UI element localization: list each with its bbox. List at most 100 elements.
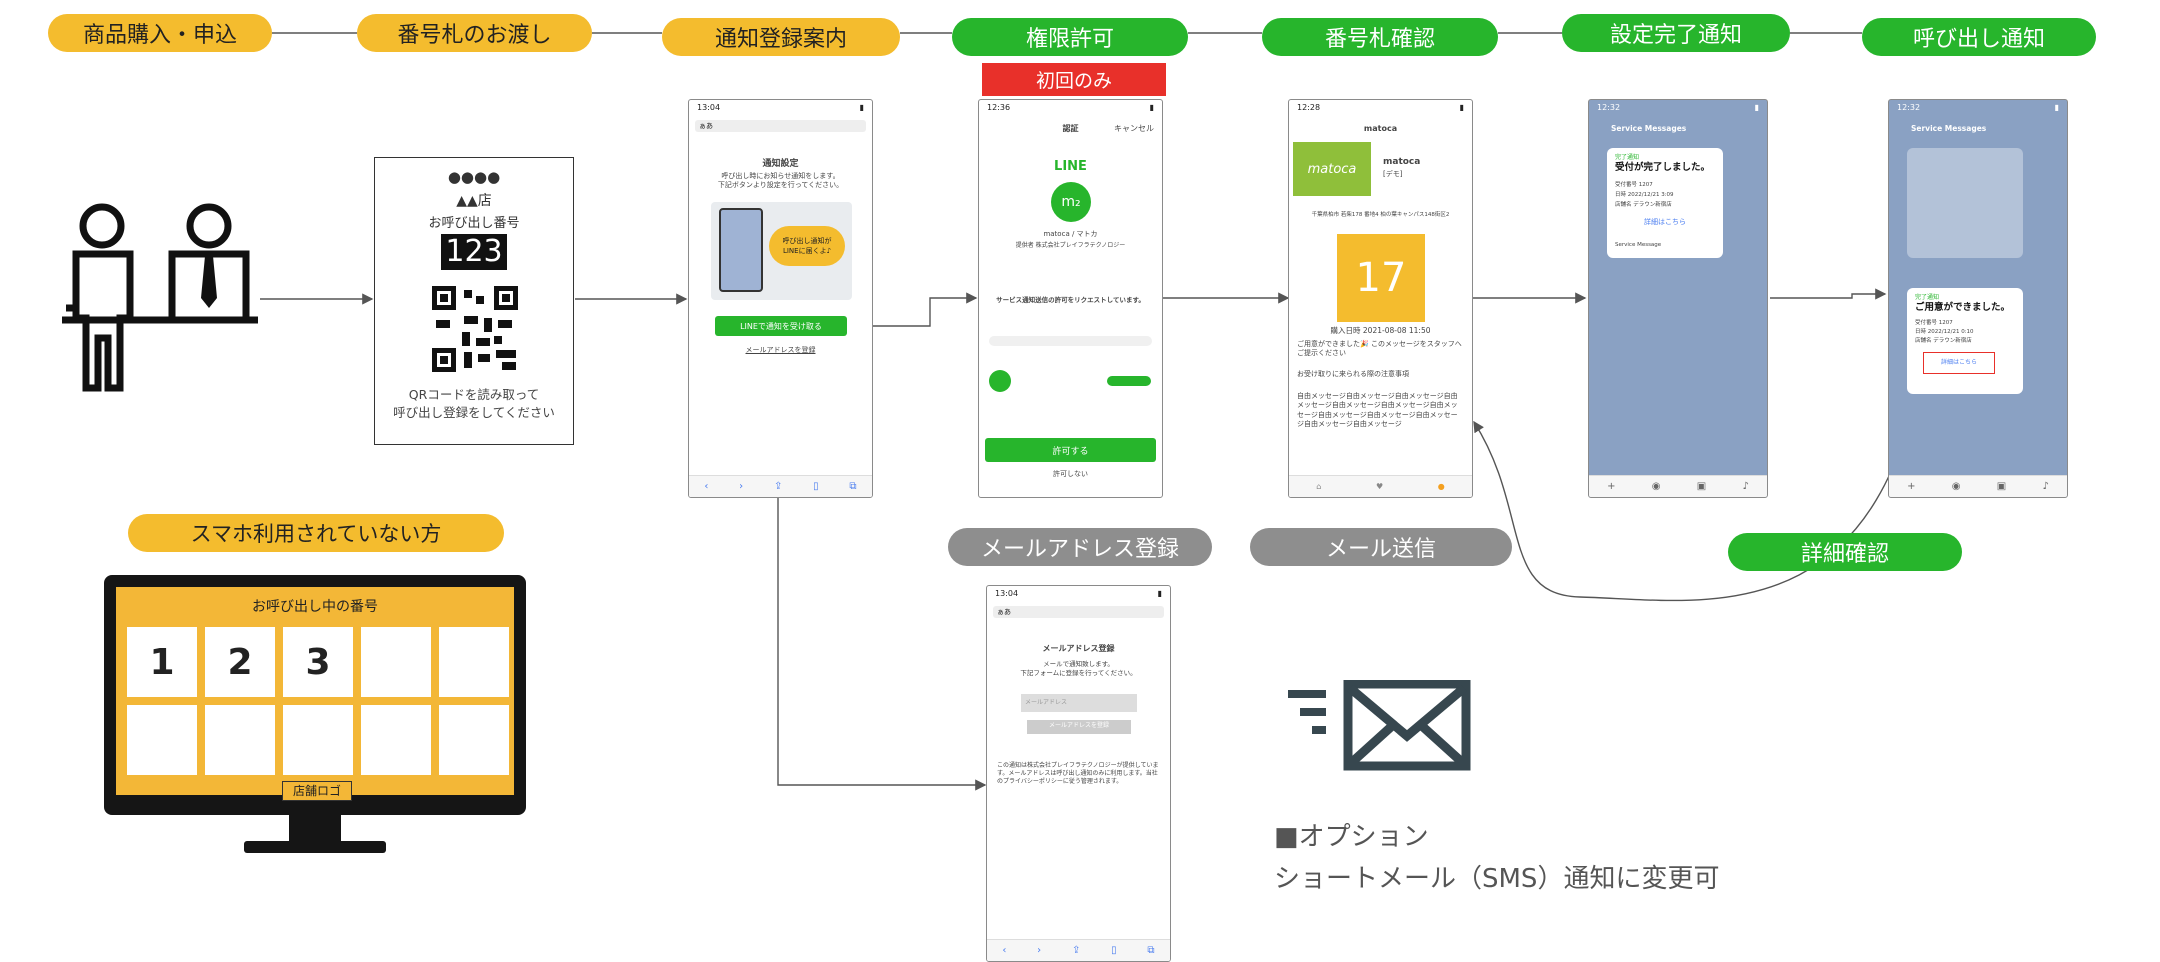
forward-icon[interactable]: ›: [739, 481, 744, 492]
detail-link[interactable]: 詳細はこちら: [1644, 218, 1686, 226]
image-icon[interactable]: ▣: [1996, 481, 2007, 492]
step-label: 商品購入・申込: [82, 23, 237, 48]
share-icon[interactable]: ⇪: [1071, 945, 1081, 956]
cancel-link[interactable]: キャンセル: [1114, 124, 1154, 133]
status-time: 12:32: [1897, 103, 1921, 112]
empty-slot: [439, 705, 509, 775]
tabs-icon[interactable]: ⧉: [1147, 945, 1155, 956]
tabs-icon[interactable]: ⧉: [849, 481, 857, 492]
mail-register-link[interactable]: メールアドレスを登録: [745, 346, 816, 354]
done-card: 完了通知 受付が完了しました。 受付番号 1207 日時 2022/12/21 …: [1607, 148, 1723, 258]
empty-slot: [439, 627, 509, 697]
back-icon[interactable]: ‹: [1002, 945, 1007, 956]
ticket-number: 123: [441, 234, 507, 270]
status-time: 12:28: [1297, 103, 1321, 112]
bookmarks-icon[interactable]: ▯: [1111, 945, 1117, 956]
camera-icon[interactable]: ◉: [1651, 481, 1661, 492]
user-icon[interactable]: ●: [1437, 482, 1445, 491]
mail-desc: メールで通知致します。 下記フォームに登録を行ってください。: [1020, 660, 1137, 677]
follow-toggle[interactable]: [1107, 376, 1151, 386]
line-receive-button[interactable]: LINEで通知を受け取る: [715, 316, 847, 336]
chat-header: Service Messages: [1611, 124, 1687, 133]
notify-title: 通知設定: [762, 159, 799, 169]
notes-body: 自由メッセージ自由メッセージ自由メッセージ自由メッセージ自由メッセージ自由メッセ…: [1297, 392, 1458, 429]
step-label: 通知登録案内: [714, 27, 847, 52]
card-title: ご用意ができました。: [1915, 302, 2011, 313]
privacy-note: この通知は株式会社プレイフラテクノロジーが提供しています。メールアドレスは呼び出…: [997, 762, 1159, 786]
step-label: 設定完了通知: [1609, 23, 1742, 48]
back-icon[interactable]: ‹: [704, 481, 709, 492]
status-time: 13:04: [697, 103, 721, 112]
camera-icon[interactable]: ◉: [1951, 481, 1961, 492]
monitor-neck: [289, 815, 341, 841]
illustration-box: 呼び出し通知が LINEに届くよ♪: [711, 202, 852, 300]
previous-card: [1907, 148, 2023, 258]
ticket-store: ▲▲店: [456, 193, 492, 209]
step-notify-guide: 通知登録案内: [662, 18, 900, 56]
mail-icon: [1288, 680, 1471, 771]
empty-slot: [205, 705, 275, 775]
shop-image: matoca: [1293, 142, 1371, 196]
shop-name: matoca: [1383, 157, 1421, 167]
shop-sub: [デモ]: [1383, 170, 1403, 178]
step-setup-done: 設定完了通知: [1562, 14, 1790, 52]
battery-icon: ▮: [2054, 103, 2059, 112]
plus-icon[interactable]: +: [1607, 481, 1616, 492]
detail-check-label: 詳細確認: [1728, 533, 1962, 571]
store-logo: 店舗ロゴ: [282, 781, 352, 801]
step-ticket-handover: 番号札のお渡し: [357, 14, 592, 52]
ticket-number-display: 17: [1337, 234, 1425, 322]
no-smartphone-label: スマホ利用されていない方: [128, 514, 504, 552]
home-icon[interactable]: ⌂: [1316, 482, 1322, 491]
phone-mail-register: 13:04▮ ぁあ メールアドレス登録 メールで通知致します。 下記フォームに登…: [986, 585, 1171, 962]
card-row: 日時 2022/12/21 0:10: [1915, 329, 1974, 335]
monitor-stand: [244, 841, 386, 853]
url-bar[interactable]: ぁあ: [695, 120, 866, 132]
called-number: 2: [205, 627, 275, 697]
bookmarks-icon[interactable]: ▯: [813, 481, 819, 492]
status-time: 13:04: [995, 589, 1019, 598]
chat-input-bar[interactable]: + ◉ ▣ ♪: [1589, 475, 1767, 497]
battery-icon: ▮: [1754, 103, 1759, 112]
toggle-row[interactable]: [989, 336, 1152, 346]
consent-text: サービス通知送信の許可をリクエストしています。: [996, 296, 1145, 304]
card-row: 日時 2022/12/21 3:09: [1615, 192, 1674, 198]
email-input[interactable]: メールアドレス: [1021, 694, 1137, 712]
share-icon[interactable]: ⇪: [773, 481, 783, 492]
service-name: matoca / マトカ: [1043, 230, 1098, 238]
deny-link[interactable]: 許可しない: [1053, 470, 1088, 478]
phone-line-permission: 12:36▮ 認証 キャンセル LINE m₂ matoca / マトカ 提供者…: [978, 99, 1163, 498]
plus-icon[interactable]: +: [1907, 481, 1916, 492]
option-description: ショートメール（SMS）通知に変更可: [1274, 864, 1720, 894]
purchase-date: 購入日時 2021-08-08 11:50: [1330, 326, 1431, 335]
mic-icon[interactable]: ♪: [2042, 481, 2049, 492]
bottom-nav: ⌂ ♥ ●: [1289, 475, 1472, 497]
mic-icon[interactable]: ♪: [1742, 481, 1749, 492]
mail-send-label: メール送信: [1250, 528, 1512, 566]
allow-button[interactable]: 許可する: [985, 438, 1156, 462]
detail-link[interactable]: 詳細はこちら: [1923, 352, 1995, 374]
matoca-logo-icon: m₂: [1051, 182, 1091, 222]
provider: 提供者 株式会社プレイフラテクノロジー: [1015, 242, 1126, 249]
browser-toolbar: ‹ › ⇪ ▯ ⧉: [987, 939, 1170, 961]
empty-slot: [127, 705, 197, 775]
call-card: 完了通知 ご用意ができました。 受付番号 1207 日時 2022/12/21 …: [1907, 288, 2023, 394]
battery-icon: ▮: [1149, 103, 1154, 112]
called-number: 1: [127, 627, 197, 697]
card-footer: Service Message: [1615, 242, 1662, 248]
first-time-only-tag: 初回のみ: [982, 63, 1166, 96]
phone-call-notify: 12:32▮ Service Messages 完了通知 ご用意ができました。 …: [1888, 99, 2068, 498]
mini-logo-icon: [989, 370, 1011, 392]
register-button[interactable]: メールアドレスを登録: [1027, 720, 1131, 734]
battery-icon: ▮: [1157, 589, 1162, 598]
step-ticket-check: 番号札確認: [1262, 18, 1498, 56]
phone-ticket-confirm: 12:28▮ matoca matoca matoca [デモ] 千葉県柏市 若…: [1288, 99, 1473, 498]
heart-icon[interactable]: ♥: [1375, 482, 1384, 491]
line-logo: LINE: [1054, 159, 1087, 174]
chat-input-bar[interactable]: + ◉ ▣ ♪: [1889, 475, 2067, 497]
forward-icon[interactable]: ›: [1037, 945, 1042, 956]
url-bar[interactable]: ぁあ: [993, 606, 1164, 618]
image-icon[interactable]: ▣: [1696, 481, 1707, 492]
ticket-dots: ●●●●: [447, 168, 501, 186]
